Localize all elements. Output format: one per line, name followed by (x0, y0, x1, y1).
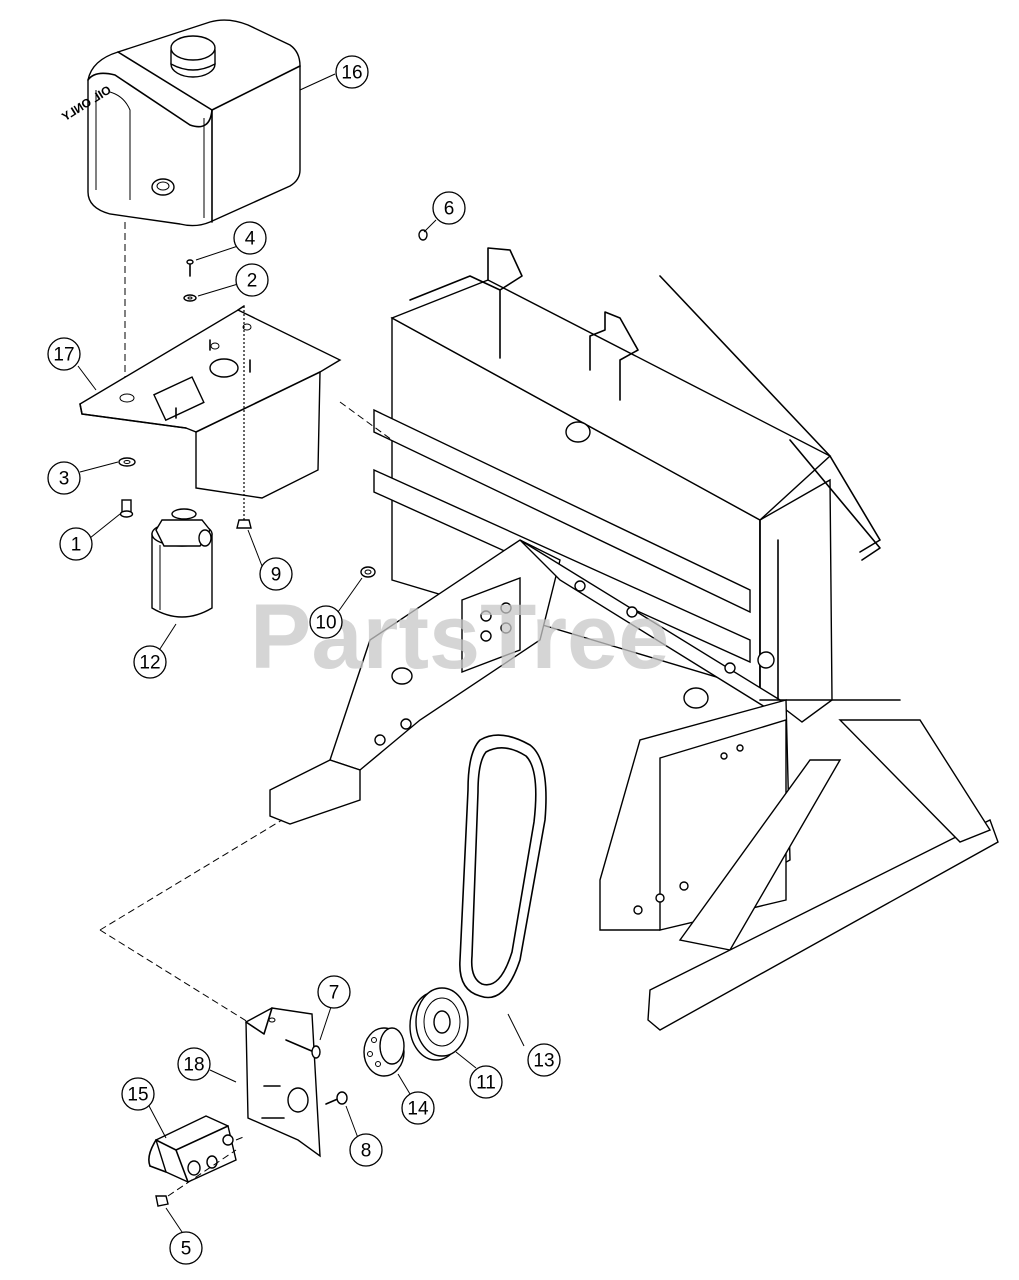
nut-10 (360, 566, 376, 578)
callout-label: 1 (71, 535, 82, 556)
callout-17: 17 (47, 337, 81, 371)
nut-9 (236, 519, 252, 529)
callout-2: 2 (235, 263, 269, 297)
v-belt (459, 734, 547, 999)
callout-label: 6 (444, 199, 455, 220)
assembly-line-frame (99, 819, 283, 931)
screw-4 (186, 259, 194, 277)
pulley (409, 987, 469, 1061)
callout-12: 12 (133, 645, 167, 679)
callout-label: 9 (271, 565, 282, 586)
oil-tank: OIL ONLY (59, 19, 301, 227)
callout-6: 6 (432, 191, 466, 225)
callout-8: 8 (349, 1133, 383, 1167)
callout-3: 3 (47, 461, 81, 495)
callout-label: 12 (139, 653, 160, 674)
hydraulic-pump (148, 1115, 237, 1183)
callout-label: 13 (533, 1051, 554, 1072)
callout-label: 10 (315, 613, 336, 634)
callout-label: 7 (329, 983, 340, 1004)
callout-11: 11 (469, 1065, 503, 1099)
callout-label: 8 (361, 1141, 372, 1162)
callout-14: 14 (401, 1091, 435, 1125)
watermark-text: PartsTree (250, 586, 669, 688)
callout-18: 18 (177, 1047, 211, 1081)
assembly-line-pump (167, 1149, 237, 1197)
pump-mount-plate (245, 1007, 321, 1158)
callout-13: 13 (527, 1043, 561, 1077)
callout-label: 16 (341, 63, 362, 84)
screw-1 (119, 499, 134, 518)
callout-label: 5 (181, 1239, 192, 1260)
bolt-8 (325, 1091, 348, 1105)
leader-lines (77, 73, 525, 1233)
callout-1: 1 (59, 527, 93, 561)
callout-label: 15 (127, 1085, 148, 1106)
callout-5: 5 (169, 1231, 203, 1265)
callout-label: 18 (183, 1055, 204, 1076)
pulley-hub (363, 1027, 405, 1077)
assembly-line-pump-2 (235, 1135, 247, 1141)
callout-label: 14 (407, 1099, 429, 1120)
callout-15: 15 (121, 1077, 155, 1111)
bolt-7 (285, 1039, 321, 1059)
oil-filter (151, 508, 213, 618)
main-frame (269, 247, 999, 1031)
assembly-line-plate (99, 929, 249, 1023)
callout-7: 7 (317, 975, 351, 1009)
callout-9: 9 (259, 557, 293, 591)
callout-label: 2 (247, 271, 258, 292)
callout-label: 11 (476, 1073, 496, 1094)
callout-16: 16 (335, 55, 369, 89)
nut-5 (155, 1195, 169, 1207)
callout-label: 3 (59, 469, 70, 490)
callout-4: 4 (233, 221, 267, 255)
pin-6 (418, 229, 428, 241)
washer-3 (118, 457, 136, 467)
callout-label: 4 (245, 229, 256, 250)
callout-label: 17 (53, 345, 74, 366)
callout-10: 10 (309, 605, 343, 639)
washer-2 (183, 294, 197, 302)
filter-bracket (79, 305, 342, 499)
